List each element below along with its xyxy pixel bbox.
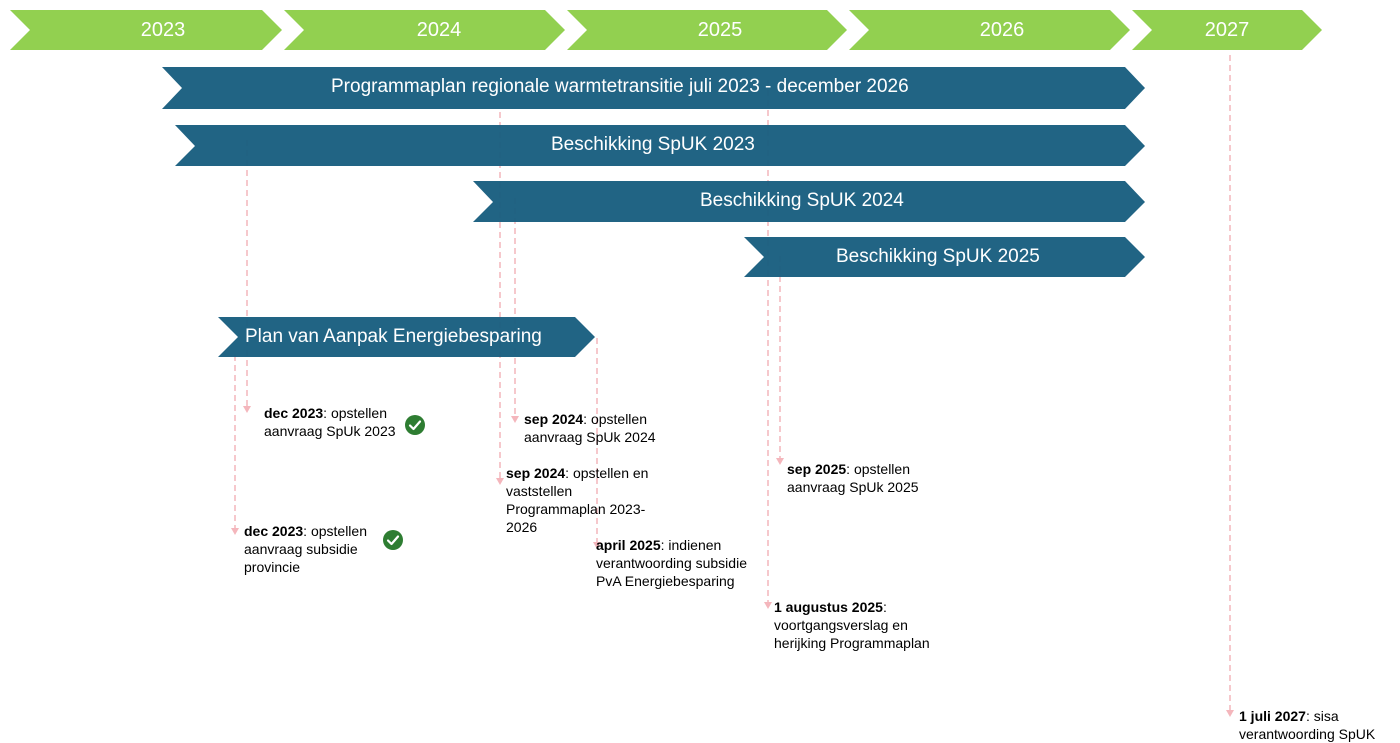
arrowhead xyxy=(496,478,504,485)
year-chevron-2026 xyxy=(849,10,1130,50)
check-circle-icon xyxy=(405,415,425,435)
milestone-note: sep 2024: opstellen aanvraag SpUk 2024 xyxy=(524,410,674,446)
bar-spuk-2024 xyxy=(473,181,1145,222)
year-label-2025: 2025 xyxy=(697,19,743,41)
milestone-date: sep 2024 xyxy=(524,411,584,427)
check-circle-icon xyxy=(383,530,403,550)
arrowhead xyxy=(764,602,772,609)
milestone-date: 1 juli 2027 xyxy=(1239,708,1306,724)
year-chevron-2027 xyxy=(1132,10,1322,50)
milestone-date: april 2025 xyxy=(596,537,661,553)
milestone-text: : voortgangsverslag en herijking Program… xyxy=(774,599,930,651)
milestone-text: : opstellen aanvraag subsidie provincie xyxy=(244,523,367,575)
milestone-date: sep 2025 xyxy=(787,461,847,477)
milestone-text: : opstellen en vaststellen Programmaplan… xyxy=(506,465,649,535)
arrowhead xyxy=(776,458,784,465)
year-chevron-2025 xyxy=(567,10,847,50)
bar-spuk-2025 xyxy=(744,237,1145,277)
connector-arrowheads xyxy=(231,406,1234,717)
arrowhead xyxy=(593,542,601,549)
phase-bars xyxy=(162,67,1145,357)
milestone-note: sep 2024: opstellen en vaststellen Progr… xyxy=(506,464,666,536)
year-label-2024: 2024 xyxy=(416,19,462,41)
year-label-2026: 2026 xyxy=(979,19,1025,41)
bar-label-pva: Plan van Aanpak Energiebesparing xyxy=(245,326,542,347)
connector-lines xyxy=(234,55,1231,712)
milestone-text: : opstellen aanvraag SpUk 2023 xyxy=(264,405,396,439)
milestone-note: april 2025: indienen verantwoording subs… xyxy=(596,536,756,590)
arrowhead xyxy=(243,406,251,413)
bar-pva-energiebesparing xyxy=(218,317,595,357)
year-chevrons xyxy=(10,10,1322,50)
milestone-date: dec 2023 xyxy=(244,523,304,539)
bar-spuk-2023 xyxy=(175,125,1145,166)
bar-label-spuk-2023: Beschikking SpUK 2023 xyxy=(551,134,755,155)
year-label-2023: 2023 xyxy=(140,19,186,41)
year-label-2027: 2027 xyxy=(1204,19,1250,41)
milestone-note: dec 2023: opstellen aanvraag SpUk 2023 xyxy=(264,404,414,440)
milestone-date: dec 2023 xyxy=(264,405,324,421)
bar-label-spuk-2024: Beschikking SpUK 2024 xyxy=(700,190,904,211)
arrowhead xyxy=(511,416,519,423)
bar-label-spuk-2025: Beschikking SpUK 2025 xyxy=(836,246,1040,267)
milestone-note: 1 augustus 2025: voortgangsverslag en he… xyxy=(774,598,949,652)
arrowhead xyxy=(1226,710,1234,717)
year-chevron-2024 xyxy=(284,10,565,50)
milestone-note: 1 juli 2027: sisa verantwoording SpUK xyxy=(1239,707,1394,743)
milestone-date: sep 2024 xyxy=(506,465,566,481)
milestone-date: 1 augustus 2025 xyxy=(774,599,883,615)
milestone-text: : sisa verantwoording SpUK xyxy=(1239,708,1376,742)
milestone-text: : opstellen aanvraag SpUk 2025 xyxy=(787,461,919,495)
year-chevron-2023 xyxy=(10,10,282,50)
arrowhead xyxy=(231,528,239,535)
milestone-note: dec 2023: opstellen aanvraag subsidie pr… xyxy=(244,522,394,576)
bar-programmaplan xyxy=(162,67,1145,109)
milestone-note: sep 2025: opstellen aanvraag SpUk 2025 xyxy=(787,460,937,496)
milestone-text: : indienen verantwoording subsidie PvA E… xyxy=(596,537,747,589)
bar-label-programmaplan: Programmaplan regionale warmtetransitie … xyxy=(331,76,909,97)
milestone-text: : opstellen aanvraag SpUk 2024 xyxy=(524,411,656,445)
